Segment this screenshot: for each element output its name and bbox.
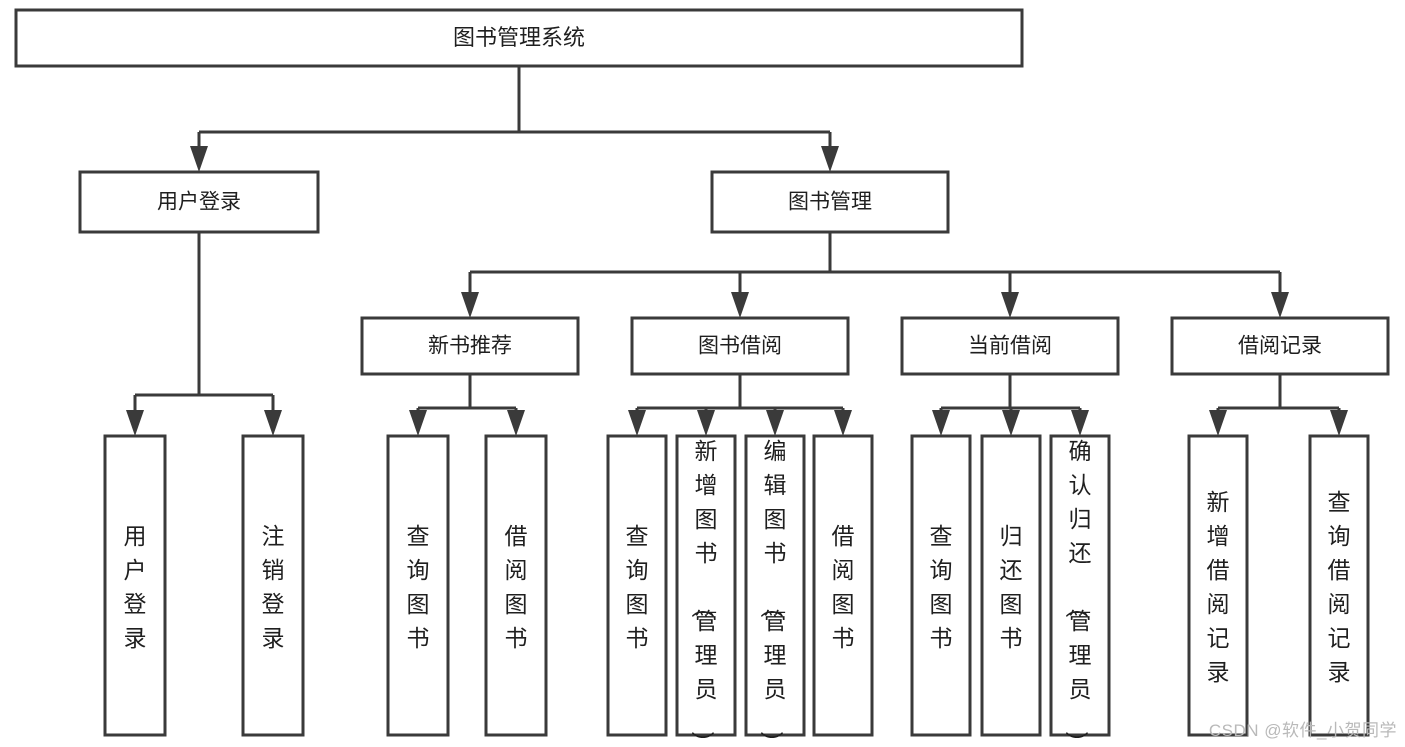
node-borrow-record[interactable]: 借阅记录 [1170, 316, 1390, 376]
node-label-leaf-confirm-return: 确认归还（管理员） [1064, 438, 1092, 747]
connector-arrowhead [821, 146, 839, 172]
connector-group-user-login [126, 232, 282, 436]
node-new-book-rec[interactable]: 新书推荐 [360, 316, 580, 376]
node-box-leaf-query-book-rec[interactable] [386, 434, 450, 737]
node-label-leaf-query-record: 查询借阅记录 [1328, 489, 1351, 685]
connector-group-borrow-record [1209, 374, 1348, 436]
node-label-leaf-return-book: 归还图书 [1000, 523, 1023, 651]
connector-arrowhead [834, 410, 852, 436]
node-label-current-borrow: 当前借阅 [968, 335, 1052, 358]
node-label-new-book-rec: 新书推荐 [428, 335, 512, 358]
node-box-book-manage[interactable] [710, 170, 950, 234]
connector-group-book-borrow [628, 374, 852, 436]
node-label-leaf-query-book-rec: 查询图书 [407, 523, 430, 651]
node-label-borrow-record: 借阅记录 [1238, 335, 1322, 358]
connector-arrowhead [461, 292, 479, 318]
node-leaf-logout[interactable]: 注销登录 [241, 434, 305, 737]
connector-group-current-borrow [932, 374, 1089, 436]
node-box-user-login[interactable] [78, 170, 320, 234]
connector-arrowhead [932, 410, 950, 436]
connector-arrowhead [1071, 410, 1089, 436]
connector-arrowhead [628, 410, 646, 436]
node-leaf-add-book[interactable]: 新增图书（管理员） [675, 434, 737, 747]
node-leaf-borrow-book[interactable]: 借阅图书 [812, 434, 874, 737]
node-book-manage[interactable]: 图书管理 [710, 170, 950, 234]
connector-arrowhead [731, 292, 749, 318]
node-label-book-borrow: 图书借阅 [698, 335, 782, 358]
node-leaf-query-record[interactable]: 查询借阅记录 [1308, 434, 1370, 737]
connector-arrowhead [126, 410, 144, 436]
connector-arrowhead [1271, 292, 1289, 318]
node-label-leaf-add-book: 新增图书（管理员） [690, 438, 718, 747]
node-box-leaf-return-book[interactable] [980, 434, 1042, 737]
node-label-leaf-user-login: 用户登录 [124, 523, 147, 651]
node-box-leaf-add-record[interactable] [1187, 434, 1249, 737]
connector-arrowhead [409, 410, 427, 436]
node-label-leaf-add-record: 新增借阅记录 [1207, 489, 1230, 685]
connector-arrowhead [264, 410, 282, 436]
node-root[interactable]: 图书管理系统 [14, 8, 1024, 68]
node-box-book-borrow[interactable] [630, 316, 850, 376]
node-box-current-borrow[interactable] [900, 316, 1120, 376]
node-box-leaf-borrow-book[interactable] [812, 434, 874, 737]
node-label-leaf-edit-book: 编辑图书（管理员） [759, 438, 787, 747]
node-box-leaf-add-book[interactable] [675, 434, 737, 737]
connector-group-new-book-rec [409, 374, 525, 436]
node-leaf-query-book-rec[interactable]: 查询图书 [386, 434, 450, 737]
node-leaf-edit-book[interactable]: 编辑图书（管理员） [744, 434, 806, 747]
node-label-leaf-query-book-current: 查询图书 [930, 523, 953, 651]
node-box-leaf-edit-book[interactable] [744, 434, 806, 737]
connector-group-book-manage [461, 232, 1289, 318]
node-box-leaf-query-book-current[interactable] [910, 434, 972, 737]
node-book-borrow[interactable]: 图书借阅 [630, 316, 850, 376]
node-leaf-query-book-current[interactable]: 查询图书 [910, 434, 972, 737]
node-box-leaf-query-book-borrow[interactable] [606, 434, 668, 737]
node-leaf-add-record[interactable]: 新增借阅记录 [1187, 434, 1249, 737]
node-box-new-book-rec[interactable] [360, 316, 580, 376]
node-box-borrow-record[interactable] [1170, 316, 1390, 376]
connectors-layer [126, 66, 1348, 436]
connector-arrowhead [507, 410, 525, 436]
node-label-leaf-borrow-book-rec: 借阅图书 [505, 523, 528, 651]
nodes-layer: 图书管理系统用户登录图书管理新书推荐图书借阅当前借阅借阅记录用户登录注销登录查询… [14, 8, 1390, 747]
node-box-leaf-borrow-book-rec[interactable] [484, 434, 548, 737]
node-box-leaf-query-record[interactable] [1308, 434, 1370, 737]
connector-group-root [190, 66, 839, 172]
node-label-leaf-query-book-borrow: 查询图书 [626, 523, 649, 651]
connector-arrowhead [1330, 410, 1348, 436]
node-leaf-query-book-borrow[interactable]: 查询图书 [606, 434, 668, 737]
node-leaf-borrow-book-rec[interactable]: 借阅图书 [484, 434, 548, 737]
connector-arrowhead [766, 410, 784, 436]
node-leaf-confirm-return[interactable]: 确认归还（管理员） [1049, 434, 1111, 747]
node-user-login[interactable]: 用户登录 [78, 170, 320, 234]
node-label-book-manage: 图书管理 [788, 191, 872, 214]
node-box-root[interactable] [14, 8, 1024, 68]
node-leaf-user-login[interactable]: 用户登录 [103, 434, 167, 737]
node-label-root: 图书管理系统 [453, 25, 585, 50]
connector-arrowhead [190, 146, 208, 172]
node-label-leaf-borrow-book: 借阅图书 [832, 523, 855, 651]
node-box-leaf-confirm-return[interactable] [1049, 434, 1111, 737]
connector-arrowhead [1002, 410, 1020, 436]
node-current-borrow[interactable]: 当前借阅 [900, 316, 1120, 376]
node-label-user-login: 用户登录 [157, 191, 241, 214]
node-leaf-return-book[interactable]: 归还图书 [980, 434, 1042, 737]
connector-arrowhead [1001, 292, 1019, 318]
node-box-leaf-user-login[interactable] [103, 434, 167, 737]
node-label-leaf-logout: 注销登录 [262, 523, 285, 651]
connector-arrowhead [1209, 410, 1227, 436]
connector-arrowhead [697, 410, 715, 436]
node-box-leaf-logout[interactable] [241, 434, 305, 737]
